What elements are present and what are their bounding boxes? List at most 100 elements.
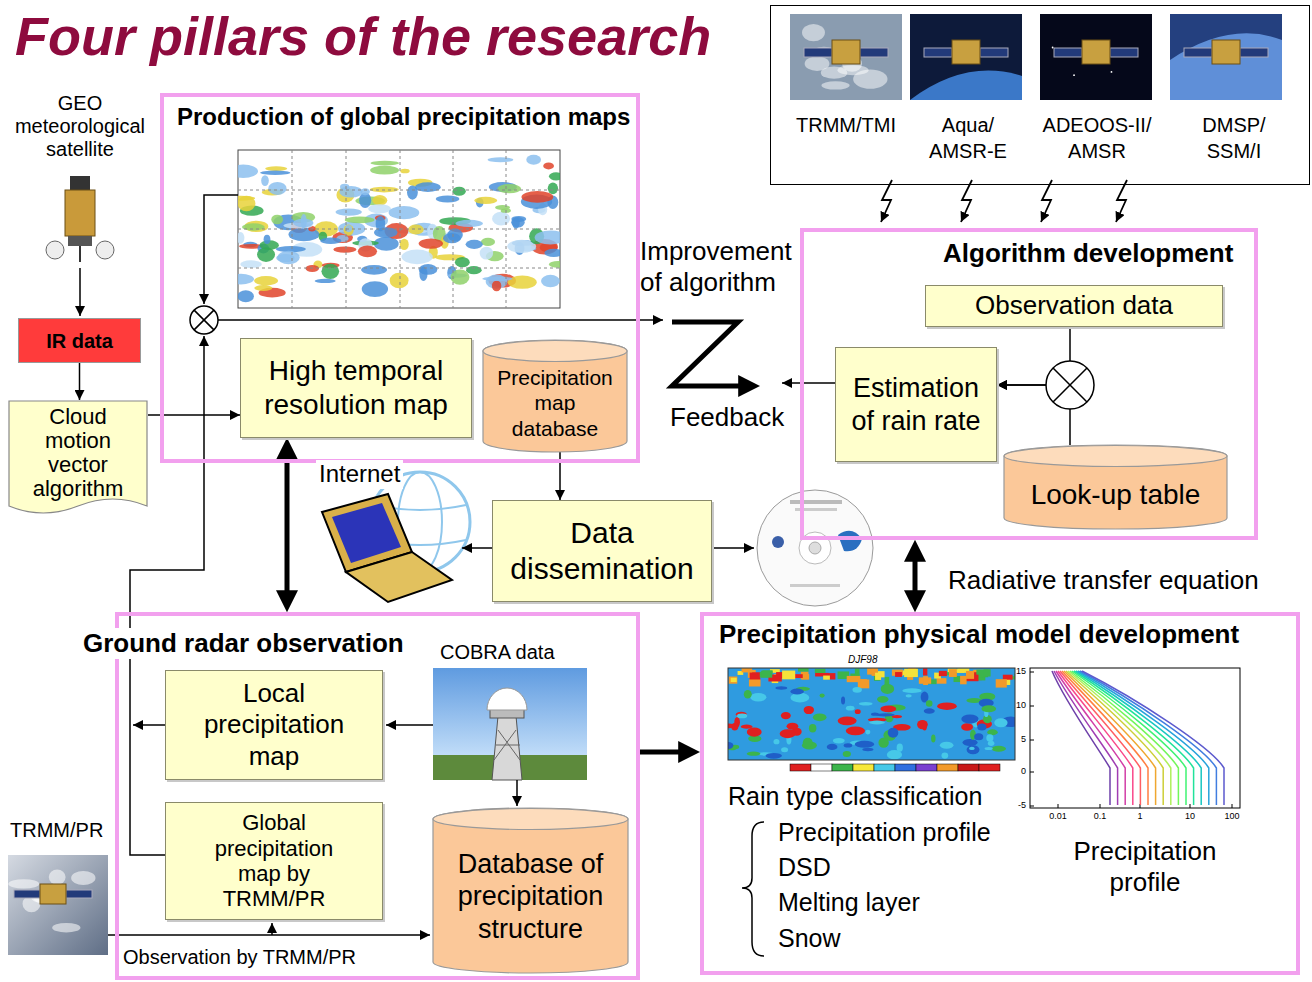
- axis-tick-label: 1: [1124, 811, 1156, 822]
- region-panel: Ground radar observationLocal precipitat…: [115, 612, 640, 980]
- precipitation-blob: [549, 172, 560, 180]
- rain-cell: [986, 734, 993, 741]
- database-cylinder: Look-up table: [1003, 445, 1228, 529]
- photo-ground: [910, 14, 1022, 100]
- flow-wire: [672, 322, 747, 386]
- rain-cell: [881, 684, 895, 694]
- signal-bolt: [961, 180, 972, 222]
- rain-cell: [794, 674, 803, 678]
- rain-cell: [906, 694, 912, 697]
- precipitation-blob: [265, 166, 287, 171]
- grid-line: [238, 190, 560, 191]
- precipitation-blob: [466, 266, 482, 274]
- precipitation-blob: [526, 155, 541, 165]
- solar-panel: [1184, 48, 1212, 57]
- rain-cell: [838, 717, 857, 726]
- disc-hole: [809, 542, 821, 554]
- color-bar-cell: [916, 764, 937, 771]
- rain-cell: [869, 721, 885, 725]
- cloud: [805, 56, 830, 70]
- axis-tick-label: 0: [1004, 766, 1026, 777]
- radar-tower: [492, 716, 522, 780]
- axis-tick-label: 0.01: [1042, 811, 1074, 822]
- laptop-display: [332, 503, 401, 563]
- trmm-pr-photo: [8, 855, 108, 955]
- precipitation-blob: [362, 281, 388, 297]
- cylinder-body: [483, 340, 627, 452]
- precipitation-blob: [268, 182, 286, 195]
- axis-tick: [1190, 804, 1191, 808]
- solar-panel: [804, 48, 832, 57]
- process-box: High temporal resolution map: [240, 338, 472, 438]
- rain-cell: [904, 669, 918, 677]
- image-label: COBRA data: [440, 640, 555, 664]
- cloud: [49, 870, 66, 885]
- flow-wire: [218, 319, 663, 321]
- rain-cell: [846, 726, 865, 735]
- precipitation-blob: [521, 191, 553, 203]
- flow-label: Improvement of algorithm: [640, 236, 798, 298]
- satellite-part: [68, 236, 92, 246]
- axis-tick-label: 15: [1004, 666, 1026, 677]
- node-text: Local precipitation map: [182, 678, 366, 772]
- precipitation-blob: [238, 232, 244, 244]
- precipitation-blob: [371, 161, 400, 166]
- rain-cell: [875, 673, 881, 680]
- flow-label: Feedback: [670, 402, 784, 433]
- rain-cell: [744, 690, 752, 699]
- rain-cell: [775, 686, 787, 689]
- satellite-photo: [790, 14, 902, 100]
- rain-cell: [969, 747, 975, 750]
- flow-wire: [516, 780, 518, 806]
- satellite-name: TRMM/TMI: [788, 112, 904, 138]
- profile-curve: [1078, 671, 1209, 805]
- profile-curve: [1072, 671, 1186, 805]
- color-bar-cell: [895, 764, 916, 771]
- axis-tick: [1100, 804, 1101, 808]
- color-bar-cell: [853, 764, 874, 771]
- precipitation-blob: [240, 260, 262, 268]
- satellite-part: [96, 241, 114, 259]
- node-text: Ground radar observation: [80, 628, 407, 659]
- cloud: [821, 81, 849, 89]
- precipitation-blob: [419, 267, 427, 282]
- satellite-body: [1082, 40, 1110, 64]
- rain-cell: [747, 727, 762, 736]
- satellite-part: [70, 176, 90, 190]
- node-text: High temporal resolution map: [255, 354, 457, 421]
- rain-cell: [940, 742, 954, 749]
- rain-cell: [865, 730, 870, 735]
- rain-cell: [859, 702, 873, 705]
- rain-cell: [855, 668, 860, 676]
- flow-wire: [79, 268, 81, 316]
- map-frame: [238, 150, 560, 308]
- flow-wire: [462, 547, 492, 549]
- rain-cell: [987, 729, 997, 735]
- rain-cell: [787, 723, 799, 730]
- satellite-panel: TRMM/TMIAqua/ AMSR-EADEOOS-II/ AMSRDMSP/…: [770, 5, 1310, 185]
- icon-label: Internet: [316, 460, 403, 489]
- chart-title: DJF98: [848, 654, 877, 666]
- rain-cell: [847, 676, 861, 682]
- rain-cell: [766, 753, 782, 759]
- grid-line: [400, 150, 401, 308]
- cobra-radar-photo: [433, 668, 587, 780]
- flow-wire: [204, 195, 238, 304]
- cylinder-body: [1004, 445, 1227, 529]
- rain-cell: [895, 672, 902, 677]
- symbol-cross: [1053, 368, 1087, 402]
- rain-cell: [855, 741, 875, 748]
- rain-cell: [994, 718, 1007, 727]
- photo-ground: [1040, 14, 1152, 100]
- symbol-cross: [194, 310, 214, 330]
- node-text: Production of global precipitation maps: [174, 103, 633, 132]
- precipitation-blob: [497, 184, 521, 193]
- rain-cell: [737, 714, 747, 719]
- precipitation-blob: [400, 239, 409, 250]
- connector-arrow: [285, 451, 290, 599]
- rain-cell: [773, 739, 779, 744]
- satellite-body: [40, 884, 66, 904]
- precipitation-blob: [368, 204, 391, 213]
- solar-panel: [1240, 48, 1268, 57]
- database-cylinder: Precipitation map database: [482, 340, 628, 452]
